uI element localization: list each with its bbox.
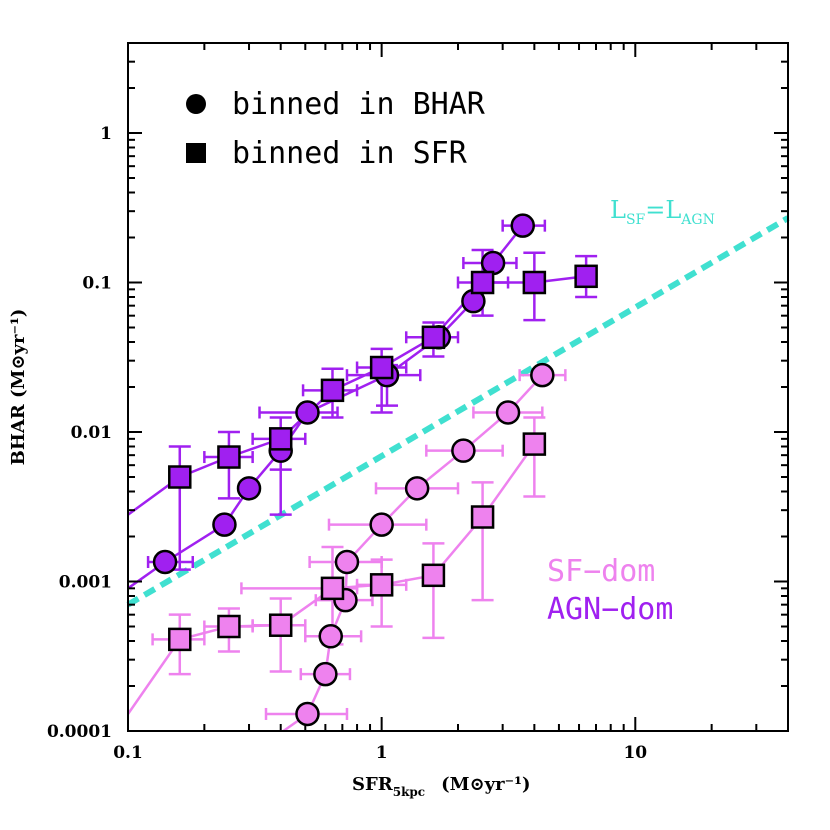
- data-point-square: [522, 270, 547, 295]
- data-point-square: [268, 613, 293, 637]
- ref-label-eq: =: [645, 196, 665, 224]
- data-point-circle: [495, 400, 521, 425]
- data-point-square: [320, 576, 345, 601]
- legend-square-marker: [186, 143, 206, 163]
- data-point-circle: [152, 549, 178, 575]
- data-point-circle: [212, 512, 237, 537]
- data-point-circle: [510, 213, 535, 238]
- x-axis-title: SFR5kpc (M⊙yr⁻¹): [352, 774, 531, 799]
- x-title-sub: 5kpc: [393, 785, 425, 799]
- y-tick-label: 0.01: [71, 423, 112, 443]
- data-point-square: [168, 465, 192, 489]
- y-tick-label: 0.001: [59, 573, 112, 593]
- y-tick-label: 1: [100, 124, 112, 144]
- data-point-square: [320, 378, 345, 403]
- reference-line-label: LSF=LAGN: [610, 196, 715, 228]
- data-point-circle: [369, 512, 394, 537]
- data-point-circle: [313, 661, 338, 687]
- plot-frame: [127, 42, 789, 732]
- y-tick-label: 0.0001: [47, 722, 112, 742]
- data-point-square: [574, 264, 598, 289]
- ref-label-main: L: [610, 196, 626, 224]
- data-point-circle: [480, 250, 506, 276]
- data-point-square: [168, 627, 192, 652]
- legend-label-circle: binned in BHAR: [232, 87, 486, 122]
- x-tick-label: 0.1: [113, 743, 143, 763]
- x-title-main: SFR: [352, 774, 394, 795]
- ref-label-sub1: SF: [626, 212, 646, 228]
- data-point-square: [217, 614, 241, 639]
- y-tick-label: 0.1: [82, 274, 112, 294]
- data-markers: [152, 213, 598, 727]
- data-point-circle: [451, 438, 476, 463]
- data-point-square: [470, 505, 495, 529]
- data-point-square: [421, 325, 446, 350]
- data-point-square: [369, 573, 394, 597]
- data-point-circle: [334, 549, 360, 575]
- legend: binned in BHAR binned in SFR: [186, 87, 486, 171]
- ref-label-main2: L: [665, 196, 681, 224]
- x-title-units: (M⊙yr⁻¹): [441, 774, 530, 795]
- x-tick-label: 10: [623, 743, 647, 763]
- data-point-square: [217, 445, 241, 469]
- ref-label-sub2: AGN: [680, 212, 715, 228]
- series-label-agn-dom: AGN−dom: [547, 592, 673, 627]
- data-point-circle: [236, 476, 262, 501]
- data-point-circle: [295, 400, 320, 425]
- data-point-circle: [318, 624, 343, 649]
- legend-circle-marker: [186, 94, 206, 114]
- data-point-circle: [530, 362, 555, 388]
- data-point-circle: [404, 476, 430, 501]
- data-point-square: [470, 270, 495, 295]
- data-point-circle: [295, 701, 320, 727]
- x-tick-label: 1: [376, 743, 388, 763]
- data-point-square: [421, 563, 446, 588]
- legend-label-square: binned in SFR: [232, 136, 468, 171]
- reference-line: [126, 215, 790, 608]
- reference-line-group: [126, 215, 790, 608]
- data-point-square: [268, 427, 293, 451]
- data-point-square: [522, 432, 547, 456]
- y-axis-title: BHAR (M⊙yr⁻¹): [8, 309, 29, 466]
- series-label-sf-dom: SF−dom: [547, 554, 655, 589]
- data-point-square: [369, 355, 394, 380]
- tick-labels: 0.1 1 10 0.0001 0.001 0.01 0.1 1: [47, 124, 647, 763]
